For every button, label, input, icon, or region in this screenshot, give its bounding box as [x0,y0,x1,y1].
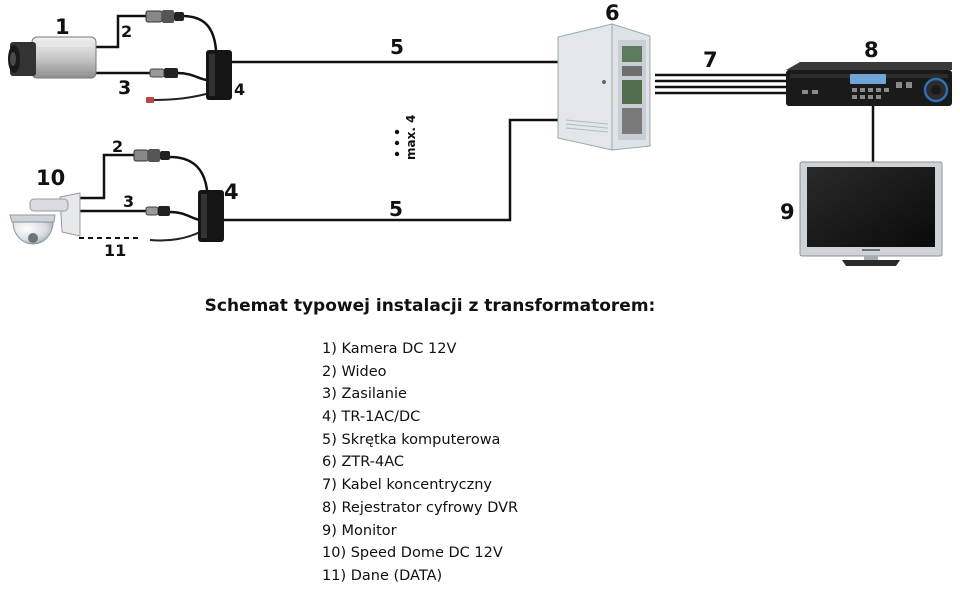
legend-item: 2) Wideo [322,363,387,380]
power-cable-bottom [78,209,201,222]
legend-item: 1) Kamera DC 12V [322,341,457,357]
label-dvr: 8 [864,38,879,62]
legend-item: 5) Skrętka komputerowa [322,431,501,448]
max-label: max. 4 [404,115,418,160]
diagram-caption: Schemat typowej instalacji z transformat… [204,296,656,316]
label-twisted-bottom: 5 [389,197,403,221]
box-camera [8,36,97,79]
ztr-hub [557,23,651,151]
legend-item: 3) Zasilanie [322,386,407,403]
legend-item: 4) TR-1AC/DC [322,409,421,426]
legend-item: 10) Speed Dome DC 12V [322,545,503,562]
twisted-pair-bottom [224,118,560,222]
legend-item: 6) ZTR-4AC [322,454,405,471]
transformer-top [206,50,232,100]
installation-diagram: max. 4 1 2 3 4 5 6 7 8 9 10 2 3 4 5 11 [8,1,952,266]
bnc-connector-bottom [133,149,170,162]
power-pigtail-top [151,93,207,101]
label-coax: 7 [703,48,718,72]
dvr-recorder [786,62,952,106]
power-pigtail-bottom [149,231,201,242]
power-plug-tip-top [146,97,154,103]
max-dots [394,129,400,157]
legend-list: 1) Kamera DC 12V 2) Wideo 3) Zasilanie 4… [322,338,518,588]
label-transformer-top: 4 [234,80,245,99]
label-twisted-top: 5 [390,35,404,59]
label-video-top: 2 [121,22,132,41]
legend-item: 9) Monitor [322,522,397,539]
transformer-bottom [198,190,224,242]
label-transformer-bottom: 4 [224,180,239,204]
monitor [799,161,943,266]
video-cable-bottom [78,153,209,200]
label-monitor: 9 [780,200,795,224]
label-camera: 1 [55,15,70,39]
speed-dome-camera [9,192,81,245]
legend-item: 11) Dane (DATA) [322,567,443,584]
label-video-bottom: 2 [112,137,123,156]
dc-plug-top [149,68,178,78]
label-data: 11 [104,241,126,260]
data-cable-bottom [77,230,140,239]
legend-item: 7) Kabel koncentryczny [322,477,492,494]
video-cable-top [96,14,218,51]
bnc-connector-top [145,10,184,23]
label-dome: 10 [36,166,65,190]
dc-plug-bottom [145,206,170,216]
label-hub: 6 [605,1,620,25]
label-power-top: 3 [118,77,131,99]
legend-item: 8) Rejestrator cyfrowy DVR [322,499,519,516]
coax-cables [655,73,790,95]
label-power-bottom: 3 [123,192,134,211]
